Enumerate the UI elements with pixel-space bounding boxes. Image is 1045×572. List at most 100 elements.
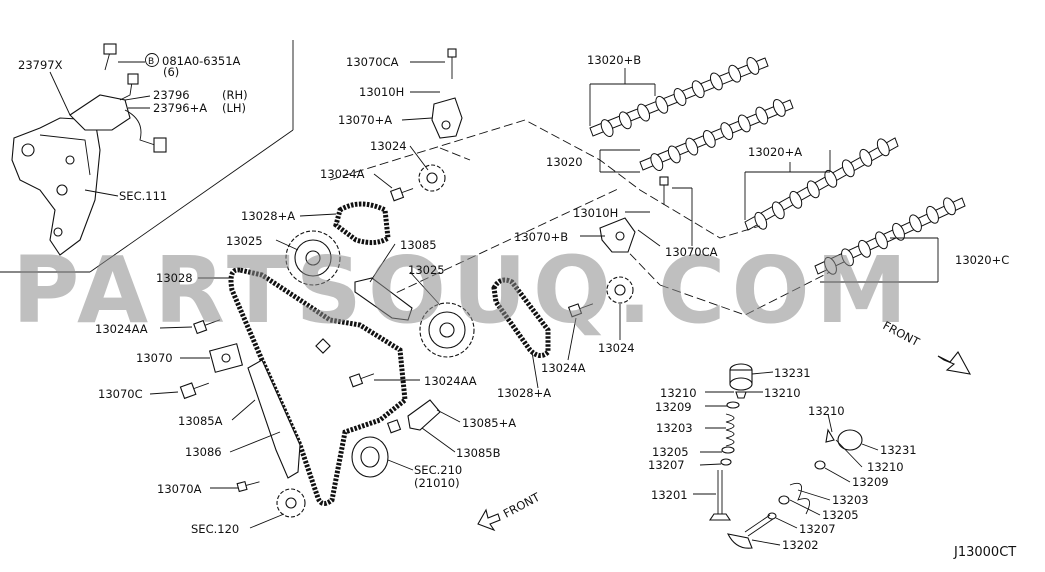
label-v13207-r: 13207: [799, 522, 836, 536]
cam-lobe: [841, 248, 854, 267]
cam-lobe: [737, 114, 751, 133]
cam-lobe: [728, 64, 742, 83]
label-v13205-r: 13205: [822, 508, 859, 522]
label-13010H-top: 13010H: [359, 85, 404, 99]
cam-lobe: [618, 111, 632, 130]
sprocket-sec120: [276, 488, 306, 518]
cam-lobe: [755, 106, 769, 125]
sensor-harness: [69, 43, 167, 153]
timing-chain-13028: [228, 267, 408, 506]
label-13025-mid: 13025: [408, 263, 445, 277]
label-23796: 23796: [153, 88, 190, 102]
label-v13203: 13203: [656, 421, 693, 435]
label-13024A-top: 13024A: [320, 167, 365, 181]
cam-lobe: [600, 119, 614, 138]
label-13070B: 13070+B: [514, 230, 568, 244]
cam-lobe: [691, 80, 705, 99]
label-sec210: SEC.210: [414, 463, 462, 477]
cam-lobe: [685, 137, 699, 156]
label-v13210-r3: 13210: [867, 460, 904, 474]
label-v13202: 13202: [782, 538, 819, 552]
label-bolt-code: 081A0-6351A: [162, 54, 241, 68]
cam-lobe: [673, 88, 687, 106]
label-v13210-l: 13210: [660, 386, 697, 400]
label-13070: 13070: [136, 351, 173, 365]
cam-lobe: [754, 211, 768, 230]
label-13085A-plus: 13085+A: [462, 416, 516, 430]
cam-lobe: [650, 153, 664, 172]
sprocket-13024-top: [418, 164, 446, 192]
sprocket-13025-mid: [419, 302, 475, 358]
label-13028A-top: 13028+A: [241, 209, 295, 223]
label-13020C: 13020+C: [955, 253, 1009, 267]
cam-lobe: [709, 72, 723, 91]
label-bolt-qty: (6): [163, 65, 179, 79]
bolts: [179, 48, 669, 493]
label-sec120: SEC.120: [191, 522, 239, 536]
label-v13205: 13205: [652, 445, 689, 459]
cam-lobe: [789, 190, 803, 209]
label-23796A: 23796+A: [153, 101, 207, 115]
label-13085B: 13085B: [456, 446, 501, 460]
cam-lobe: [702, 129, 716, 148]
label-13024-mid: 13024: [598, 341, 635, 355]
cam-lobe: [926, 205, 939, 224]
bolt-circle-marker: [145, 53, 159, 67]
label-13028: 13028: [156, 271, 193, 285]
label-v13209-r: 13209: [852, 475, 889, 489]
cam-lobe: [667, 145, 681, 164]
cam-lobe: [875, 231, 888, 250]
label-13024AA-left: 13024AA: [95, 322, 148, 336]
label-v13231: 13231: [774, 366, 811, 380]
cam-lobe: [824, 169, 838, 188]
cam-lobe: [720, 122, 734, 141]
cam-lobe: [943, 197, 956, 216]
cam-lobe: [746, 56, 760, 75]
tensioner-mid-13070B: [599, 217, 636, 253]
cam-lobe: [772, 98, 786, 117]
cylinder-head-outline: [329, 119, 831, 316]
leader-lines: [49, 61, 939, 546]
label-v13207: 13207: [648, 458, 685, 472]
front-cover-bracket: [11, 117, 101, 256]
cam-lobe: [771, 201, 785, 220]
slack-guide-13085A: [247, 359, 301, 479]
cam-lobe: [806, 180, 820, 199]
cam-lobe: [858, 239, 871, 258]
label-23796A-lh: (LH): [222, 101, 246, 115]
inset-divider: [0, 40, 294, 273]
label-13070CA-mid: 13070CA: [665, 245, 718, 259]
label-sec210-sub: (21010): [414, 476, 460, 490]
sprocket-13025-left: [285, 230, 341, 286]
tensioner-13070: [208, 343, 244, 373]
label-v13231-r: 13231: [880, 443, 917, 457]
label-13024AA-mid: 13024AA: [424, 374, 477, 388]
cam-lobe: [909, 214, 922, 233]
label-13025-left: 13025: [226, 234, 263, 248]
label-sec111: SEC.111: [119, 189, 167, 203]
valve-train: [708, 363, 863, 549]
label-v13210-r2: 13210: [808, 404, 845, 418]
label-13024A-mid: 13024A: [541, 361, 586, 375]
cam-lobe: [892, 222, 905, 241]
label-13070A-top: 13070+A: [338, 113, 392, 127]
sprocket-13024-mid: [606, 276, 634, 304]
label-v13209: 13209: [655, 400, 692, 414]
label-23797X: 23797X: [18, 58, 63, 72]
cam-lobe: [637, 103, 651, 122]
label-13086: 13086: [185, 445, 222, 459]
label-13070CA-top: 13070CA: [346, 55, 399, 69]
label-23796-rh: (RH): [222, 88, 248, 102]
cam-lobe: [824, 256, 837, 275]
label-13020: 13020: [546, 155, 583, 169]
label-13010H-mid: 13010H: [573, 206, 618, 220]
cam-lobe: [876, 138, 890, 157]
label-13028A-mid: 13028+A: [497, 386, 551, 400]
label-13020B: 13020+B: [587, 53, 641, 67]
label-bolt-circle: B: [148, 57, 154, 67]
front-arrow-right: [937, 351, 972, 375]
diagram-id: J13000CT: [953, 545, 1016, 560]
callout-labels: 23797X B 081A0-6351A (6) 23796 (RH) 2379…: [18, 53, 1016, 560]
label-v13203-r: 13203: [832, 493, 869, 507]
